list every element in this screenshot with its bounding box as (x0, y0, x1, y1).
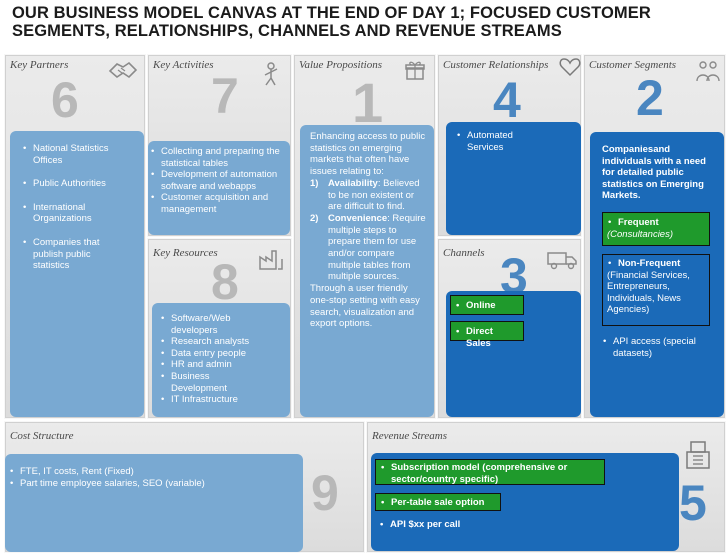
cost-structure-header: Cost Structure (10, 430, 74, 442)
revenue-api-list: API $xx per call (379, 519, 679, 531)
factory-icon (259, 250, 283, 270)
cash-register-icon (686, 441, 710, 469)
key-activities-section: Key Activities 7 Collecting and preparin… (147, 54, 292, 237)
truck-icon (547, 252, 577, 270)
channels-box: Online Direct Sales (446, 291, 581, 417)
key-partners-item: National Statistics Offices (22, 143, 118, 166)
key-resources-item: IT Infrastructure (160, 394, 286, 406)
customer-relationships-item: Automated Services (456, 130, 526, 153)
segment-frequent-item: Frequent (Consultancies) (607, 217, 707, 240)
key-resources-list: Software/Web developers Research analyst… (160, 313, 286, 406)
availability-label: Availability (328, 177, 378, 189)
revenue-streams-number: 5 (679, 475, 707, 531)
segment-frequent: Frequent (Consultancies) (602, 211, 710, 246)
key-activities-item: Collecting and preparing the statistical… (150, 146, 286, 169)
key-partners-box: National Statistics Offices Public Autho… (10, 131, 144, 417)
key-partners-header: Key Partners (10, 59, 69, 71)
key-activities-number: 7 (211, 68, 239, 124)
heart-icon (559, 58, 581, 77)
segment-frequent-note: (Consultancies) (607, 228, 673, 240)
people-icon (696, 61, 720, 82)
key-resources-item: Software/Web developers (160, 313, 256, 336)
page-title-line-1: OUR BUSINESS MODEL CANVAS AT THE END OF … (12, 4, 651, 22)
segment-api-item: API access (special datasets) (602, 336, 702, 359)
gift-icon (405, 61, 425, 80)
value-propositions-box: Enhancing access to public statistics on… (300, 125, 434, 417)
customer-segments-box: Companiesand individuals with a need for… (590, 132, 724, 417)
key-partners-item: Companies that publish public statistics (22, 237, 118, 272)
revenue-streams-header: Revenue Streams (372, 430, 448, 442)
convenience-text: : Require multiple steps to prepare them… (328, 212, 426, 283)
customer-segments-intro: Companiesand individuals with a need for… (602, 144, 706, 202)
key-activities-list: Collecting and preparing the statistical… (150, 146, 286, 216)
customer-relationships-box: Automated Services (446, 122, 581, 235)
value-propositions-outro: Through a user friendly one-stop setting… (310, 283, 420, 330)
key-activities-box: Collecting and preparing the statistical… (148, 141, 290, 235)
segment-nonfrequent-item: Non-Frequent (Financial Services, Entrep… (607, 258, 707, 316)
key-partners-item: International Organizations (22, 202, 118, 225)
handshake-icon (108, 61, 138, 79)
key-partners-list: National Statistics Offices Public Autho… (22, 143, 140, 272)
revenue-api-item: API $xx per call (379, 519, 679, 531)
key-resources-item: Research analysts (160, 336, 286, 348)
worker-icon (264, 62, 278, 86)
segment-nonfrequent: Non-Frequent (Financial Services, Entrep… (602, 253, 710, 326)
revenue-per-table-label: Per-table sale option (380, 497, 496, 509)
page-title: OUR BUSINESS MODEL CANVAS AT THE END OF … (12, 4, 722, 40)
value-propositions-intro: Enhancing access to public statistics on… (310, 131, 426, 178)
customer-relationships-header: Customer Relationships (443, 59, 549, 71)
key-activities-item: Development of automation software and w… (150, 169, 286, 192)
key-resources-item: Data entry people (160, 348, 286, 360)
cost-structure-section: Cost Structure 9 FTE, IT costs, Rent (Fi… (4, 421, 365, 553)
cost-structure-number: 9 (311, 465, 339, 521)
channel-direct-sales: Direct Sales (450, 321, 524, 349)
convenience-number: 2) (310, 212, 319, 224)
customer-relationships-section: Customer Relationships 4 Automated Servi… (437, 54, 582, 237)
value-propositions-section: Value Propositions 1 Enhancing access to… (293, 54, 436, 419)
segment-frequent-label: Frequent (618, 216, 659, 228)
business-model-canvas: Key Partners 6 National Statistics Offic… (4, 54, 726, 553)
key-resources-item: Business Development (160, 371, 240, 394)
customer-segments-number: 2 (636, 70, 664, 126)
segment-api-list: API access (special datasets) (602, 336, 702, 359)
key-resources-number: 8 (211, 254, 239, 310)
page-title-line-2: SEGMENTS, RELATIONSHIPS, CHANNELS AND RE… (12, 22, 562, 40)
customer-segments-section: Customer Segments 2 Companiesand individ… (583, 54, 726, 419)
value-propositions-header: Value Propositions (299, 59, 383, 71)
cost-structure-item: FTE, IT costs, Rent (Fixed) (9, 466, 299, 478)
revenue-subscription: Subscription model (comprehensive or sec… (375, 459, 605, 485)
convenience-label: Convenience (328, 212, 388, 224)
segment-nonfrequent-note: (Financial Services, Entrepreneurs, Indi… (607, 269, 690, 316)
revenue-per-table: Per-table sale option (375, 493, 501, 511)
key-resources-section: Key Resources 8 Software/Web developers … (147, 238, 292, 419)
key-activities-header: Key Activities (153, 59, 214, 71)
availability-text: : Believed to be non existent or are dif… (328, 177, 420, 213)
value-propositions-number: 1 (352, 71, 384, 134)
revenue-subscription-label: Subscription model (comprehensive or sec… (380, 462, 600, 485)
value-proposition-availability: 1) Availability: Believed to be non exist… (310, 178, 428, 213)
channels-header: Channels (443, 247, 485, 259)
key-resources-header: Key Resources (153, 247, 218, 259)
revenue-streams-section: Revenue Streams 5 Subscription model (co… (366, 421, 726, 553)
customer-relationships-list: Automated Services (456, 130, 577, 153)
key-partners-number: 6 (51, 72, 79, 128)
key-partners-item: Public Authorities (22, 178, 140, 190)
key-resources-item: HR and admin (160, 359, 286, 371)
customer-relationships-number: 4 (493, 72, 521, 128)
channel-online-label: Online (455, 300, 519, 312)
cost-structure-item: Part time employee salaries, SEO (variab… (9, 478, 299, 490)
revenue-streams-box: Subscription model (comprehensive or sec… (371, 453, 679, 551)
cost-structure-list: FTE, IT costs, Rent (Fixed) Part time em… (9, 466, 299, 489)
key-activities-item: Customer acquisition and management (150, 192, 286, 215)
availability-number: 1) (310, 177, 319, 189)
cost-structure-box: FTE, IT costs, Rent (Fixed) Part time em… (5, 454, 303, 552)
customer-segments-header: Customer Segments (589, 59, 677, 71)
channel-direct-sales-label: Direct Sales (455, 326, 519, 349)
channels-section: Channels 3 Online Direct Sales (437, 238, 582, 419)
segment-nonfrequent-label: Non-Frequent (618, 257, 681, 269)
key-partners-section: Key Partners 6 National Statistics Offic… (4, 54, 146, 419)
channel-online: Online (450, 295, 524, 315)
key-resources-box: Software/Web developers Research analyst… (152, 303, 290, 417)
value-proposition-convenience: 2) Convenience: Require multiple steps to… (310, 213, 428, 283)
